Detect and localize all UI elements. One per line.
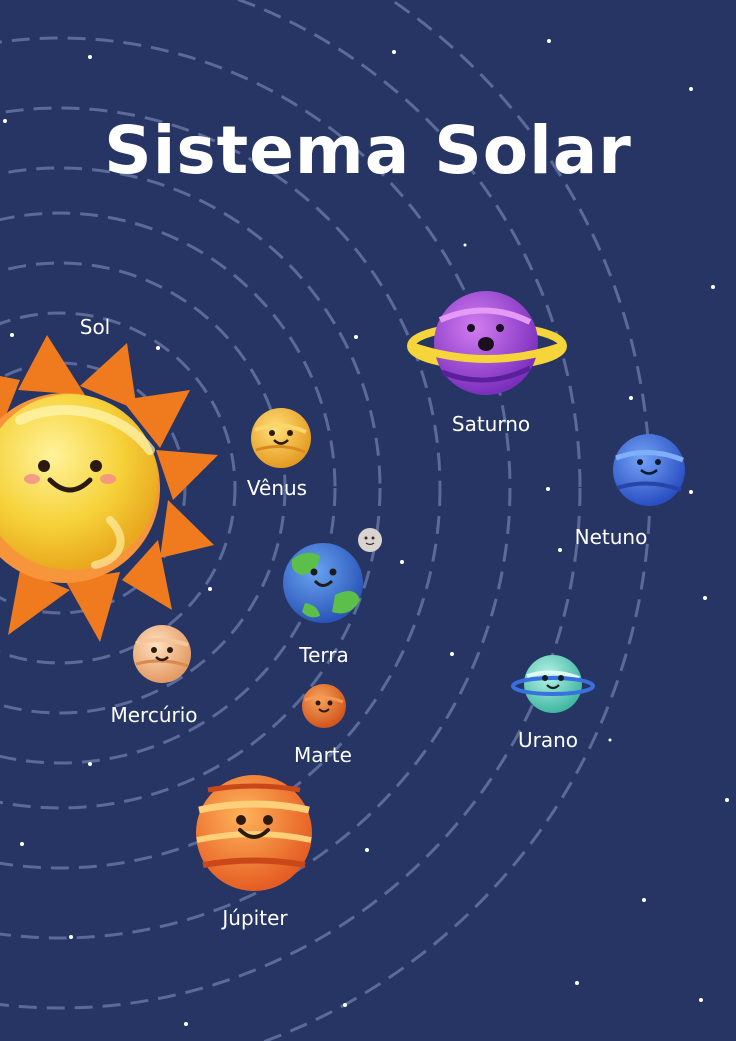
label-saturno: Saturno	[451, 412, 531, 436]
label-urano: Urano	[517, 728, 579, 752]
label-netuno: Netuno	[574, 525, 648, 549]
label-venus: Vênus	[246, 476, 308, 500]
sun-icon	[0, 335, 218, 642]
label-mercurio: Mercúrio	[110, 703, 198, 727]
page-title: Sistema Solar	[104, 112, 632, 189]
stars	[3, 39, 729, 1026]
jupiter-icon	[196, 775, 312, 891]
venus-icon	[251, 408, 311, 468]
earth-icon	[283, 543, 363, 623]
saturn-icon	[407, 291, 567, 395]
label-jupiter: Júpiter	[222, 906, 288, 930]
label-sol: Sol	[79, 315, 111, 339]
moon-icon	[358, 528, 382, 552]
mercury-icon	[133, 625, 191, 683]
label-marte: Marte	[294, 743, 352, 767]
mars-icon	[302, 684, 346, 728]
label-terra: Terra	[299, 643, 349, 667]
uranus-icon	[511, 655, 595, 713]
neptune-icon	[613, 434, 685, 506]
